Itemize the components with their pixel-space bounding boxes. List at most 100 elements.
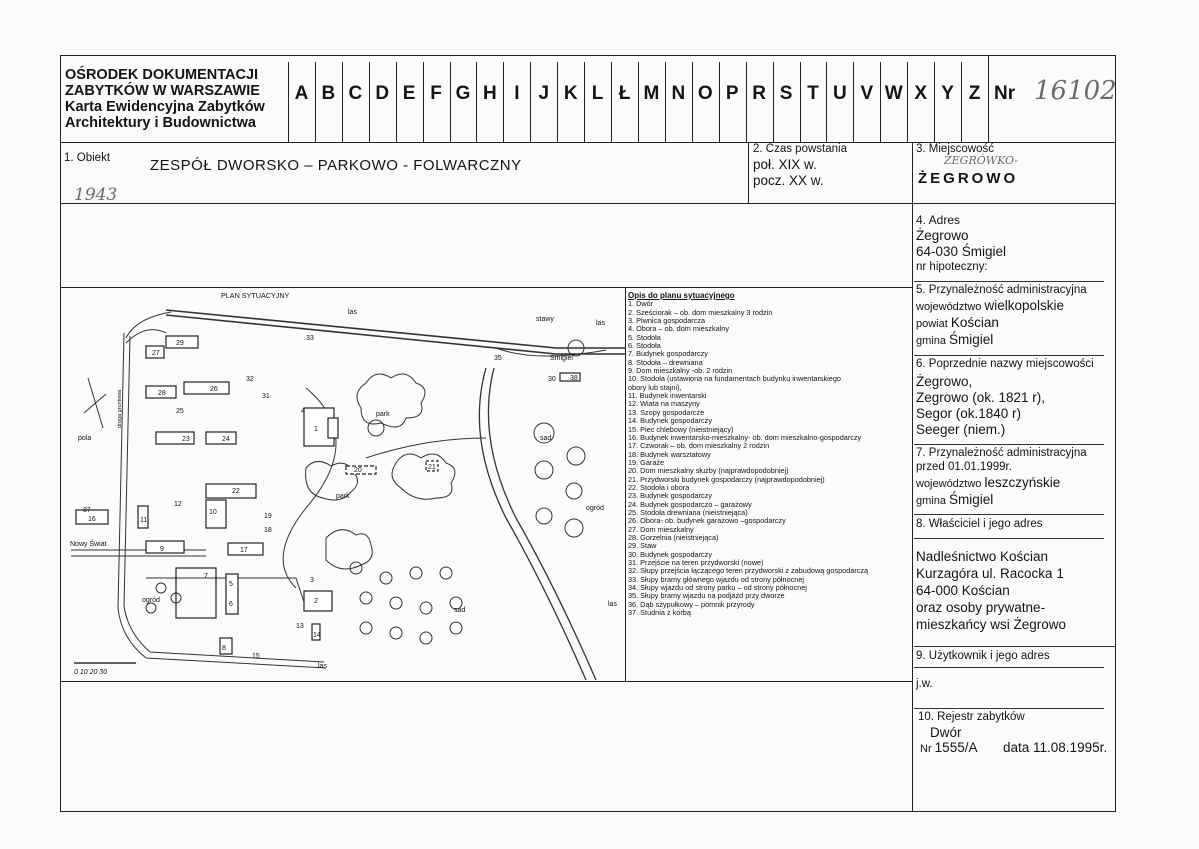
underline: [914, 444, 1104, 445]
legend-item: obory lub stajni),: [628, 382, 682, 392]
map-number: 26: [210, 386, 218, 393]
letter-cell: M: [643, 83, 660, 104]
map-label: ogród: [142, 597, 160, 604]
map-label: Nowy Świat: [70, 539, 107, 548]
legend-item: 6. Stodoła: [628, 341, 661, 351]
legend-item: 19. Garaże: [628, 457, 665, 467]
admin-label: 5. Przynależność administracyjna: [916, 284, 1087, 296]
letter-cell: S: [779, 83, 793, 104]
letter-divider: [530, 62, 532, 142]
rule-below-header: [60, 142, 1116, 143]
letter-divider: [368, 62, 370, 142]
rule-below-map: [60, 681, 912, 682]
former-name-1: Żegrowo,: [916, 374, 973, 389]
letter-divider: [664, 62, 666, 142]
letter-cell: T: [807, 83, 819, 104]
rule-above-map: [60, 287, 912, 288]
letter-cell: U: [833, 83, 847, 104]
letter-cell: H: [483, 83, 497, 104]
old-gmina-value: Śmigiel: [949, 492, 994, 507]
letter-cell: Z: [968, 83, 981, 104]
legend-item: 30. Budynek gospodarczy: [628, 549, 712, 559]
former-name-3: Segor (ok.1840 r): [916, 406, 1022, 421]
user-value: j.w.: [916, 678, 933, 690]
map-label: las: [348, 309, 357, 316]
letter-divider: [422, 62, 424, 142]
legend-item: 9. Dom mieszkalny -ob. 2 rodzin: [628, 366, 733, 376]
legend-item: 7. Budynek gospodarczy: [628, 349, 708, 359]
map-number: 31: [262, 393, 270, 400]
owner-line-3: 64-000 Kościan: [916, 583, 1010, 598]
underline: [914, 667, 1104, 668]
place-label: 3. Miejscowość: [916, 143, 994, 155]
register-kind: Dwór: [930, 725, 962, 740]
map-number: 33: [306, 335, 314, 342]
legend-item: 16. Budynek inwentarsko-mieszkalny- ob. …: [628, 432, 862, 442]
legend-item: 22. Stodoła i obora: [628, 482, 690, 492]
header-divider: [288, 62, 289, 142]
letter-cell: Ł: [618, 83, 631, 104]
letter-divider: [853, 62, 855, 142]
letter-cell: K: [563, 83, 578, 104]
map-number: 20: [354, 467, 362, 474]
legend-item: 36. Dąb szypułkowy – pomnik przyrody: [628, 599, 755, 609]
letter-divider: [826, 62, 828, 142]
letter-cell: P: [725, 83, 739, 104]
map-number: 27: [152, 350, 160, 357]
map-number: 30: [548, 376, 556, 383]
letter-divider: [691, 62, 693, 142]
map-label: las: [596, 320, 605, 327]
legend-item: 10. Stodoła (ustawiona na fundamentach b…: [628, 374, 841, 384]
legend-item: 15. Piec chlebowy (nieistniejący): [628, 424, 734, 434]
map-number: 29: [176, 340, 184, 347]
address-label: 4. Adres: [916, 213, 961, 227]
object-name: ZESPÓŁ DWORSKO – PARKOWO - FOLWARCZNY: [150, 157, 522, 174]
address-line-2: 64-030 Śmigiel: [916, 244, 1007, 259]
legend-item: 37. Studnia z korbą: [628, 608, 691, 618]
legend-item: 23. Budynek gospodarczy: [628, 491, 712, 501]
legend-item: 13. Szopy gospodarcze: [628, 407, 705, 417]
letter-cell: I: [514, 83, 520, 104]
letter-cell: R: [752, 83, 767, 104]
gmina-value: Śmigiel: [949, 332, 994, 347]
old-voiv-value: leszczyńskie: [984, 475, 1061, 490]
underline: [914, 514, 1104, 515]
legend-item: 34. Słupy wjazdu od strony parku – od st…: [628, 583, 807, 593]
letter-divider: [880, 62, 882, 142]
place-handwritten: ŻEGRÓWKO-: [944, 154, 1019, 167]
powiat-label: powiat: [916, 318, 948, 330]
letter-divider: [476, 62, 478, 142]
former-names-label: 6. Poprzednie nazwy miejscowości: [916, 358, 1094, 370]
letter-cell: F: [430, 83, 442, 104]
old-admin-date: przed 01.01.1999r.: [916, 461, 1012, 473]
legend-item: 11. Budynek inwentarski: [628, 391, 707, 401]
letter-divider: [745, 62, 747, 142]
map-label: park: [336, 493, 350, 500]
letter-divider: [907, 62, 909, 142]
letter-cell: L: [591, 83, 604, 104]
legend-item: 3. Piwnica gospodarcza: [628, 316, 706, 326]
user-label: 9. Użytkownik i jego adres: [916, 650, 1050, 662]
letter-divider: [503, 62, 505, 142]
legend-item: 18. Budynek warsztatowy: [628, 449, 711, 459]
map-number: 11: [140, 517, 147, 524]
gmina-label: gmina: [916, 335, 946, 347]
object-handwritten-year: 1943: [74, 185, 118, 205]
map-label: las: [318, 663, 327, 670]
rule-below-object: [60, 203, 1116, 204]
powiat-value: Kościan: [950, 315, 999, 330]
map-label: Śmigiel: [550, 353, 573, 362]
map-number: 6: [229, 601, 233, 608]
map-number: 23: [182, 436, 190, 443]
legend-item: 28. Gorzelnia (nieistniejąca): [628, 532, 719, 542]
map-number: 21: [428, 464, 436, 471]
org-line: Karta Ewidencyjna Zabytków: [65, 99, 265, 115]
letter-divider: [961, 62, 963, 142]
map-label: sad: [540, 435, 551, 442]
owner-line-1: Nadleśnictwo Kościan: [916, 549, 1049, 564]
legend-item: 20. Dom mieszkalny służby (najprawdopodo…: [628, 466, 789, 476]
underline: [914, 281, 1104, 282]
underline: [914, 708, 1104, 709]
legend-item: 32. Słupy przejścia łączącego teren przy…: [628, 566, 869, 576]
